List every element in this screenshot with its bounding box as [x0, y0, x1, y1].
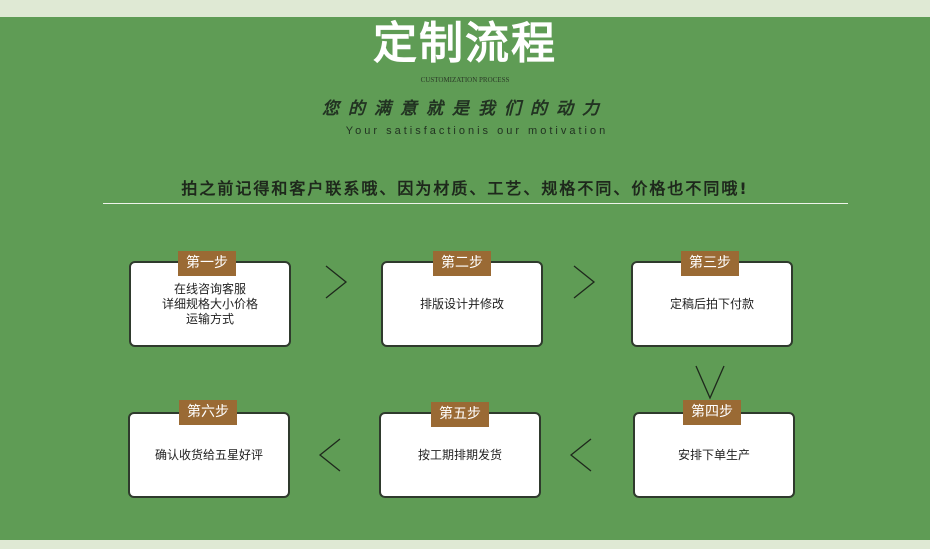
step-text: 安排下单生产 — [677, 447, 750, 462]
step-text: 排版设计并修改 — [419, 296, 504, 311]
step-text: 按工期排期发货 — [417, 447, 502, 462]
step-text: 确认收货给五星好评 — [154, 447, 263, 462]
chevron-left-icon — [318, 438, 341, 472]
step-1-label: 第一步 — [178, 251, 236, 276]
step-text: 运输方式 — [185, 311, 234, 326]
chevron-right-icon — [573, 265, 596, 299]
step-2-label: 第二步 — [433, 251, 491, 276]
step-text: 定稿后拍下付款 — [669, 296, 754, 311]
chevron-left-icon — [569, 438, 592, 472]
top-band — [0, 0, 930, 17]
chevron-down-icon — [695, 365, 725, 400]
chevron-right-icon — [325, 265, 348, 299]
page-title: 定制流程 — [373, 18, 557, 69]
step-text: 在线咨询客服 — [173, 281, 246, 296]
page-subtitle: CUSTOMIZATION PROCESS — [420, 76, 510, 84]
slogan-english: Your satisfactionis our motivation — [345, 125, 609, 137]
notice-text: 拍之前记得和客户联系哦、因为材质、工艺、规格不同、价格也不同哦! — [181, 179, 749, 198]
step-4-label: 第四步 — [683, 400, 741, 425]
bottom-band — [0, 540, 930, 549]
step-5-label: 第五步 — [431, 402, 489, 427]
step-text: 详细规格大小价格 — [161, 296, 258, 311]
slogan: 您的满意就是我们的动力 — [322, 99, 608, 119]
divider — [103, 203, 848, 204]
step-3-label: 第三步 — [681, 251, 739, 276]
step-6-label: 第六步 — [179, 400, 237, 425]
